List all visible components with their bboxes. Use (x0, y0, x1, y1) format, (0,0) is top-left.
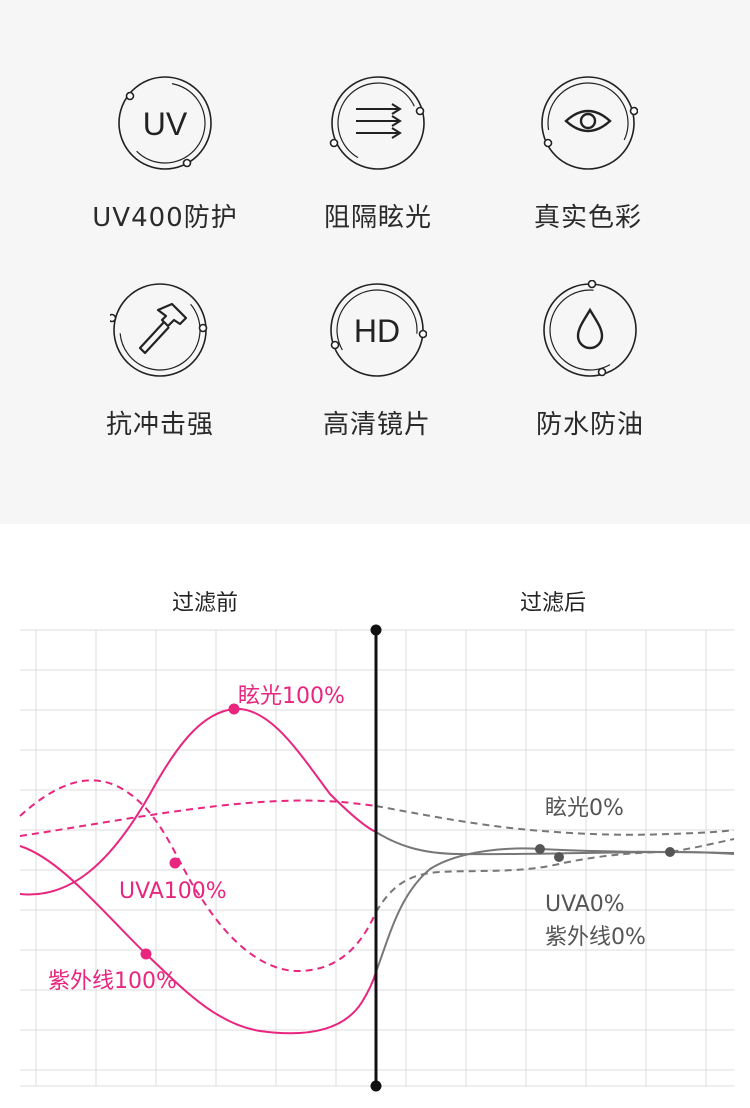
glare-after-marker (535, 844, 545, 854)
glare-transition-before (19, 799, 377, 837)
divider-top-dot (370, 624, 382, 636)
uva-before-marker (169, 857, 181, 869)
divider-bottom-dot (370, 1080, 382, 1092)
transition-solid-after (375, 831, 735, 856)
uva-before-label: UVA100% (119, 879, 227, 904)
feature-label-true-color: 真实色彩 (533, 203, 642, 233)
uva-after-marker (554, 852, 564, 862)
hd-icon: HD (330, 283, 427, 377)
uv-before-marker (140, 948, 152, 960)
feature-panel: UV UV400防护 阻隔眩光 真实色彩 (0, 0, 750, 524)
uv-icon: UV (118, 76, 212, 170)
uv-curve-before (19, 845, 377, 1035)
uva-after-label: UVA0% (545, 892, 625, 917)
glare-before-label: 眩光100% (238, 684, 345, 709)
feature-label-waterproof: 防水防油 (535, 410, 644, 440)
drop-icon (543, 280, 637, 377)
hd-icon-text: HD (354, 313, 400, 349)
feature-label-hd-lens: 高清镜片 (322, 410, 431, 440)
before-filter-label: 过滤前 (172, 591, 238, 616)
uv-after-label: 紫外线0% (545, 925, 646, 950)
uva-curve-after (375, 838, 735, 913)
glare-before-marker (228, 703, 240, 715)
uv-after-marker (665, 847, 675, 857)
hammer-icon (110, 283, 208, 377)
glare-after-label: 眩光0% (545, 796, 624, 821)
after-filter-label: 过滤后 (520, 591, 586, 616)
feature-label-anti-glare: 阻隔眩光 (323, 203, 432, 233)
glare-curve-before (19, 707, 377, 896)
arrows-icon (329, 76, 425, 170)
uv-before-label: 紫外线100% (48, 969, 177, 994)
uv-icon-text: UV (143, 106, 188, 142)
filter-comparison-diagram: 过滤前 过滤后 眩光100% UVA100% 紫外线100% 眩光0% UVA (0, 524, 750, 1104)
feature-label-impact: 抗冲击强 (105, 410, 214, 440)
filter-chart: 过滤前 过滤后 眩光100% UVA100% 紫外线100% 眩光0% UVA (19, 591, 735, 1092)
feature-label-uv400: UV400防护 (92, 203, 238, 233)
uva-curve-before (19, 779, 377, 973)
glare-curve-after (375, 805, 735, 836)
eye-icon (541, 76, 638, 170)
